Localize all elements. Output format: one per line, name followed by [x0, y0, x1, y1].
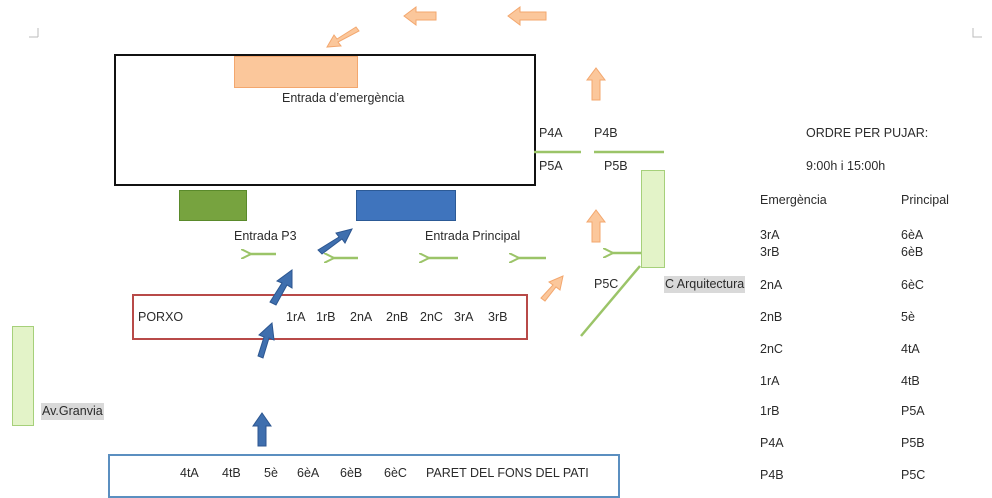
porxo-class-2nc: 2nC	[420, 310, 443, 324]
p3-entrance-block	[179, 190, 247, 221]
porxo-box	[132, 294, 528, 340]
p4b-label: P4B	[594, 126, 618, 140]
p4a-label: P4A	[539, 126, 563, 140]
order-row-emergencia: 2nC	[760, 342, 783, 356]
order-row-emergencia: 2nA	[760, 278, 783, 292]
porxo-label: PORXO	[138, 310, 184, 324]
order-row-principal: 6èC	[901, 278, 924, 292]
back-wall-label: PARET DEL FONS DEL PATI	[426, 466, 589, 480]
back-wall-class-6ec: 6èC	[384, 466, 407, 480]
p5c-building	[641, 170, 665, 268]
blue-arrow-up-wall	[252, 412, 272, 447]
granvia-label: Av.Granvia	[41, 403, 104, 420]
porxo-class-3ra: 3rA	[454, 310, 474, 324]
order-row-principal: P5C	[901, 468, 926, 482]
main-entrance-label: Entrada Principal	[425, 229, 521, 243]
orange-arrow-left-1	[507, 6, 547, 26]
porxo-class-2nb: 2nB	[386, 310, 409, 324]
page-corner-marks	[29, 28, 982, 38]
order-row-emergencia: P4A	[760, 436, 784, 450]
green-line-p5c	[580, 265, 641, 337]
order-header-emergencia: Emergència	[760, 193, 827, 207]
order-row-principal: 6èB	[901, 245, 924, 259]
p3-entrance-label: Entrada P3	[234, 229, 297, 243]
order-row-emergencia: P4B	[760, 468, 784, 482]
order-row-emergencia: 1rB	[760, 404, 780, 418]
granvia-block	[12, 326, 34, 426]
p5b-label: P5B	[604, 159, 628, 173]
emergency-door	[234, 56, 358, 88]
back-wall-class-4ta: 4tA	[180, 466, 199, 480]
order-row-principal: 4tA	[901, 342, 920, 356]
orange-arrow-up-1	[586, 67, 606, 101]
flow-arrows	[0, 6, 664, 447]
order-row-emergencia: 2nB	[760, 310, 783, 324]
order-row-emergencia: 1rA	[760, 374, 780, 388]
order-time: 9:00h i 15:00h	[806, 159, 886, 173]
order-header-principal: Principal	[901, 193, 949, 207]
back-wall-class-6eb: 6èB	[340, 466, 363, 480]
order-row-principal: P5B	[901, 436, 925, 450]
order-row-emergencia: 3rB	[760, 245, 780, 259]
order-row-emergencia: 3rA	[760, 228, 780, 242]
porxo-class-1rb: 1rB	[316, 310, 336, 324]
emergency-entrance-label: Entrada d’emergència	[282, 91, 405, 105]
order-title: ORDRE PER PUJAR:	[806, 126, 929, 140]
orange-arrow-diag-2	[540, 275, 564, 302]
main-entrance-block	[356, 190, 456, 221]
back-wall-class-5e: 5è	[264, 466, 278, 480]
order-row-principal: P5A	[901, 404, 925, 418]
p5c-label: P5C	[594, 277, 619, 291]
orange-arrow-diag	[326, 26, 360, 48]
back-wall-class-4tb: 4tB	[222, 466, 241, 480]
blue-arrow-porxo-1	[257, 321, 275, 359]
arquitectura-label: C Arquitectura	[664, 276, 746, 293]
blue-arrow-porxo-2	[269, 269, 293, 306]
porxo-class-3rb: 3rB	[488, 310, 508, 324]
orange-arrow-up-2	[586, 209, 606, 243]
back-wall-class-6ea: 6èA	[297, 466, 320, 480]
order-row-principal: 5è	[901, 310, 915, 324]
order-row-principal: 4tB	[901, 374, 920, 388]
porxo-class-2na: 2nA	[350, 310, 373, 324]
porxo-class-1ra: 1rA	[286, 310, 306, 324]
order-row-principal: 6èA	[901, 228, 924, 242]
p5a-label: P5A	[539, 159, 563, 173]
orange-arrow-left-2	[403, 6, 437, 26]
blue-arrow-main	[317, 228, 353, 255]
